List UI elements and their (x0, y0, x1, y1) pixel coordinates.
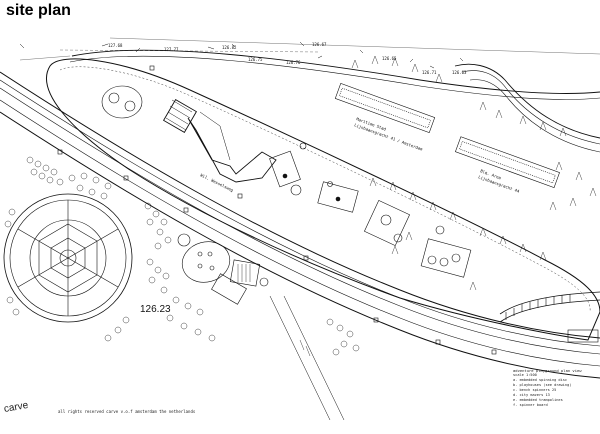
legend-item: d. city mazers 13 (513, 393, 550, 397)
bridge-structure (499, 291, 600, 343)
elevation-label-large: 126.23 (140, 304, 171, 315)
elevation-label: 127.77 (164, 47, 179, 52)
road-lines (0, 71, 600, 379)
play-elements (101, 85, 472, 278)
legend-item: a. embedded spinning disc (513, 378, 568, 382)
elevation-label: 126.65 (382, 56, 397, 61)
building-maritime (334, 82, 560, 189)
elevation-label: 126.82 (222, 45, 237, 50)
elevation-label: 126.75 (248, 57, 263, 62)
elevation-label: 126.67 (312, 42, 327, 47)
central-play-structure (162, 98, 277, 183)
elevation-label: 126.63 (452, 70, 467, 75)
legend-item: c. bench spinners 25 (513, 388, 557, 392)
elevation-label: 127.68 (108, 43, 123, 48)
page-title: site plan (6, 2, 71, 19)
legend: adventure playground plan view scale 1:5… (513, 368, 598, 408)
lower-play-area (177, 233, 269, 305)
elevation-labels: 127.68 127.77 126.82 126.75 126.67 126.6… (108, 42, 467, 315)
legend-item: e. embedded trampolines (513, 398, 563, 402)
legend-item: b. playhouses (see drawing) (513, 383, 572, 387)
playground-island-outline (46, 58, 600, 341)
elevation-label: 126.71 (422, 70, 437, 75)
conifer-trees (351, 55, 597, 291)
legend-title: adventure playground plan view (513, 368, 582, 373)
north-road-outline (71, 49, 600, 94)
tree-clusters (4, 156, 360, 356)
place-labels: Maritime Stad Lijnbaansgracht 41 / Amste… (200, 116, 521, 194)
elevation-label: 126.76 (286, 60, 301, 65)
footer-copyright: all rights reserved carve v.o.f amsterda… (58, 409, 196, 414)
legend-item: f. spinner board (513, 403, 548, 407)
road-label: Wil. Wesselsweg (200, 172, 235, 193)
sports-field (3, 193, 133, 323)
legend-subtitle: scale 1:500 (513, 373, 537, 377)
lamp-posts (57, 65, 497, 355)
